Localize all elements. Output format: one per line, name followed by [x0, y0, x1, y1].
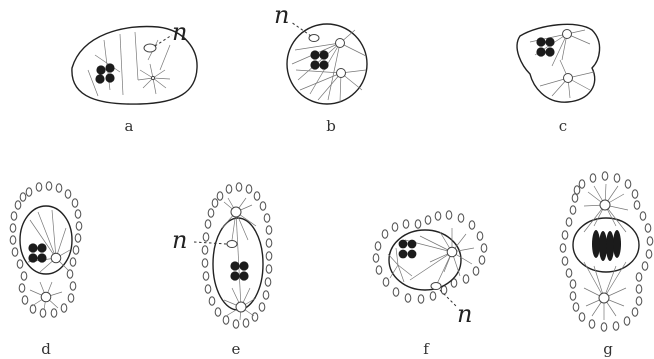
panel-label: c [559, 117, 567, 135]
panel-label: d [41, 340, 51, 358]
panel-e: n e [172, 183, 272, 358]
chromosomes [536, 37, 554, 56]
panel-d: d [10, 182, 82, 358]
panel-b: n b [274, 1, 367, 135]
centrosome-right [51, 253, 61, 263]
n-label: n [172, 18, 187, 46]
panel-label: b [326, 117, 336, 135]
centrosome-bottom [236, 302, 246, 312]
centrosome-bottom [564, 74, 573, 83]
centrosome-bottom [41, 292, 51, 302]
panel-label: f [423, 340, 430, 358]
cell-outline [20, 206, 72, 274]
chromosomes [95, 63, 114, 83]
panel-f: n f [373, 211, 487, 358]
centrosome-top [231, 207, 241, 217]
nucleolus [431, 283, 441, 290]
n-pointer-line [194, 242, 227, 244]
centrosome [151, 76, 154, 79]
chromosomes [28, 243, 46, 262]
panel-a: n a [72, 18, 197, 135]
n-label: n [274, 1, 289, 29]
centrosome-top [563, 30, 572, 39]
centrosome-top [600, 200, 610, 210]
panel-c: c [517, 24, 600, 135]
panel-label: e [232, 340, 241, 358]
n-label: n [457, 300, 472, 328]
metaphase-chromosomes [592, 230, 621, 261]
aster [138, 64, 170, 94]
nucleolus [144, 44, 156, 52]
centrosome-bottom [599, 293, 609, 303]
n-label: n [172, 226, 187, 254]
cell-outline [389, 230, 461, 290]
panel-g: g [560, 172, 653, 358]
centrosome [447, 247, 457, 257]
fibers [292, 30, 366, 102]
panel-label: a [125, 117, 134, 135]
nucleolus [227, 241, 237, 248]
chromosomes [399, 240, 417, 259]
centrosome-bottom [337, 69, 346, 78]
centrosome-top [336, 39, 345, 48]
chromosomes [310, 50, 328, 69]
fibers [88, 32, 170, 96]
panel-label: g [603, 340, 613, 358]
